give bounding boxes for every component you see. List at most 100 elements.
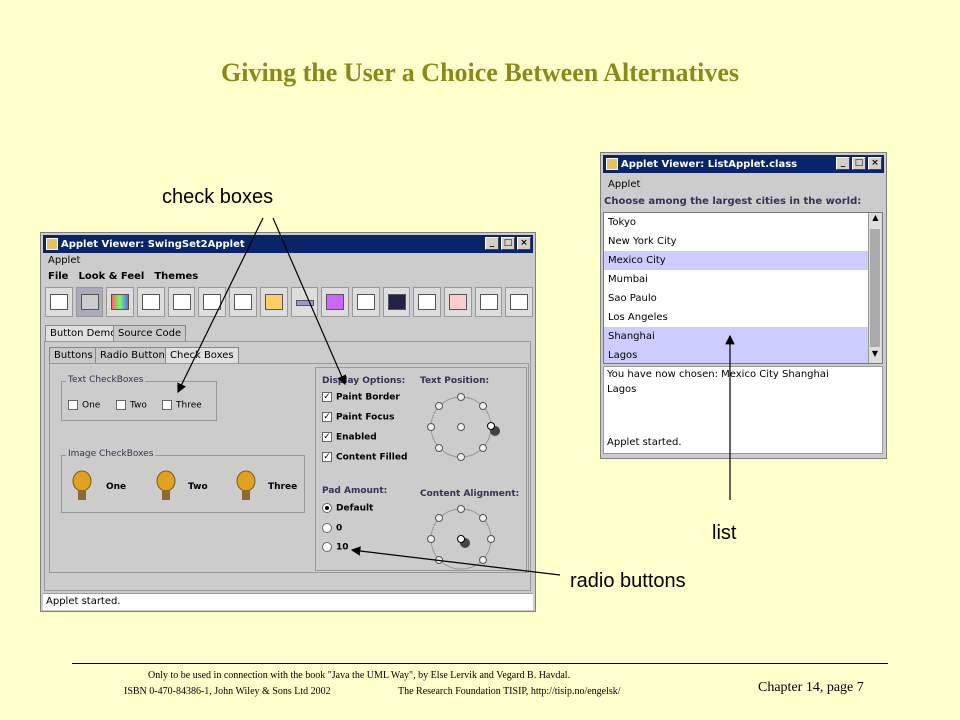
chosen-line-2: Lagos xyxy=(607,384,637,395)
content-alignment-selector[interactable] xyxy=(425,503,505,571)
arrow-to-display-options xyxy=(272,217,347,386)
applet-menubar: Applet xyxy=(43,255,533,266)
checkbox-box[interactable] xyxy=(162,400,172,410)
applet-menu[interactable]: Applet xyxy=(48,255,81,266)
minimize-button[interactable]: _ xyxy=(836,157,850,170)
chosen-line-1: You have now chosen: Mexico City Shangha… xyxy=(607,369,829,380)
option-label: Paint Border xyxy=(336,392,400,403)
list-demo-icon[interactable] xyxy=(229,287,257,317)
radio-circle[interactable] xyxy=(322,503,332,513)
pad-default-radio[interactable]: Default xyxy=(322,503,373,514)
callout-list: list xyxy=(712,522,737,544)
html-demo-icon[interactable] xyxy=(198,287,227,317)
close-button[interactable]: × xyxy=(868,157,882,170)
checkbox-box[interactable]: ✓ xyxy=(322,412,332,422)
list-window: Applet Viewer: ListApplet.class _ □ × Ap… xyxy=(600,152,887,459)
menu-themes[interactable]: Themes xyxy=(154,271,199,282)
checkbox-box[interactable] xyxy=(68,400,78,410)
list-item[interactable]: Tokyo xyxy=(608,217,636,228)
applet-menu[interactable]: Applet xyxy=(608,179,641,190)
display-options-label: Display Options: xyxy=(322,376,406,386)
option-content-filled[interactable]: ✓ Content Filled xyxy=(322,452,407,463)
internal-frame-demo-icon[interactable] xyxy=(45,287,73,317)
scroll-thumb[interactable] xyxy=(870,229,880,347)
checkbox-label: One xyxy=(82,400,101,411)
scroll-up-icon[interactable]: ▲ xyxy=(872,213,879,222)
slider-demo-icon[interactable] xyxy=(351,287,380,317)
menu-look-and-feel[interactable]: Look & Feel xyxy=(78,271,145,282)
checkbox-three[interactable]: Three xyxy=(162,400,202,411)
java-cup-icon xyxy=(46,238,58,250)
pad-amount-label: Pad Amount: xyxy=(322,486,388,496)
minimize-button[interactable]: _ xyxy=(485,237,499,250)
image-checkbox-two-label: Two xyxy=(188,482,208,492)
table-demo-icon[interactable] xyxy=(443,287,472,317)
option-label: Paint Focus xyxy=(336,412,395,423)
list-item[interactable]: New York City xyxy=(608,236,677,247)
tooltip-demo-icon[interactable] xyxy=(474,287,503,317)
list-titlebar[interactable]: Applet Viewer: ListApplet.class _ □ × xyxy=(603,155,884,173)
list-item[interactable]: Mexico City xyxy=(604,251,882,270)
scroll-down-icon[interactable]: ▼ xyxy=(871,349,879,358)
text-checkboxes-group: Text CheckBoxes One Two Three xyxy=(61,375,217,421)
menu-file[interactable]: File xyxy=(48,271,69,282)
list-item[interactable]: Sao Paulo xyxy=(608,293,657,304)
list-item[interactable]: Mumbai xyxy=(608,274,648,285)
checkbox-box[interactable] xyxy=(116,400,126,410)
color-chooser-demo-icon[interactable] xyxy=(106,287,135,317)
list-item[interactable]: Shanghai xyxy=(604,327,882,346)
swingset-window: Applet Viewer: SwingSet2Applet _ □ × App… xyxy=(40,232,536,612)
option-paint-focus[interactable]: ✓ Paint Focus xyxy=(322,412,394,423)
swingset-title: Applet Viewer: SwingSet2Applet xyxy=(61,238,245,250)
radio-circle[interactable] xyxy=(322,542,332,552)
java-cup-icon xyxy=(606,158,618,170)
radio-circle[interactable] xyxy=(322,523,332,533)
tab-source-code[interactable]: Source Code xyxy=(113,325,187,341)
scroll-pane-demo-icon[interactable] xyxy=(321,287,349,317)
footer-divider xyxy=(72,663,888,664)
maximize-button[interactable]: □ xyxy=(852,157,866,170)
tab-check-boxes[interactable]: Check Boxes xyxy=(165,347,239,363)
close-button[interactable]: × xyxy=(517,237,531,250)
city-list[interactable]: Tokyo New York City Mexico City Mumbai S… xyxy=(603,212,883,364)
button-demo-panel xyxy=(44,341,531,591)
file-chooser-demo-icon[interactable] xyxy=(167,287,196,317)
checkbox-box[interactable]: ✓ xyxy=(322,452,332,462)
list-item[interactable]: Lagos xyxy=(604,346,882,363)
option-paint-border[interactable]: ✓ Paint Border xyxy=(322,392,400,403)
options-panel xyxy=(315,367,527,571)
list-scrollbar[interactable]: ▲ ▼ xyxy=(868,213,882,363)
lightbulb-icon[interactable] xyxy=(236,470,256,504)
radio-label: Default xyxy=(336,503,374,514)
maximize-button[interactable]: □ xyxy=(501,237,515,250)
option-label: Content Filled xyxy=(336,452,408,463)
list-item[interactable]: Los Angeles xyxy=(608,312,668,323)
checkbox-two[interactable]: Two xyxy=(116,400,147,411)
option-enabled[interactable]: ✓ Enabled xyxy=(322,432,377,443)
content-alignment-label: Content Alignment: xyxy=(420,489,520,499)
image-checkbox-three-label: Three xyxy=(268,482,298,492)
option-label: Enabled xyxy=(336,432,377,443)
tree-demo-icon[interactable] xyxy=(505,287,533,317)
checkbox-box[interactable]: ✓ xyxy=(322,392,332,402)
checkbox-one[interactable]: One xyxy=(68,400,100,411)
pad-0-radio[interactable]: 0 xyxy=(322,523,342,534)
chosen-text-area[interactable]: You have now chosen: Mexico City Shangha… xyxy=(603,366,883,454)
callout-radio-buttons: radio buttons xyxy=(570,570,686,592)
list-status: Applet started. xyxy=(607,437,682,448)
split-pane-demo-icon[interactable] xyxy=(382,287,411,317)
pad-10-radio[interactable]: 10 xyxy=(322,542,349,553)
checkbox-box[interactable]: ✓ xyxy=(322,432,332,442)
page-number: Chapter 14, page 7 xyxy=(758,680,864,695)
tabbed-pane-demo-icon[interactable] xyxy=(413,287,441,317)
swingset-titlebar[interactable]: Applet Viewer: SwingSet2Applet _ □ × xyxy=(43,235,533,253)
text-position-selector[interactable] xyxy=(425,391,505,463)
button-demo-icon[interactable] xyxy=(75,287,104,317)
lightbulb-icon[interactable] xyxy=(156,470,176,504)
option-pane-demo-icon[interactable] xyxy=(259,287,288,317)
combobox-demo-icon[interactable] xyxy=(137,287,165,317)
image-checkboxes-group: Image CheckBoxes One Two Three xyxy=(61,449,305,513)
lightbulb-icon[interactable] xyxy=(72,470,92,504)
footer-line-1: Only to be used in connection with the b… xyxy=(148,670,571,681)
list-prompt: Choose among the largest cities in the w… xyxy=(604,196,862,207)
